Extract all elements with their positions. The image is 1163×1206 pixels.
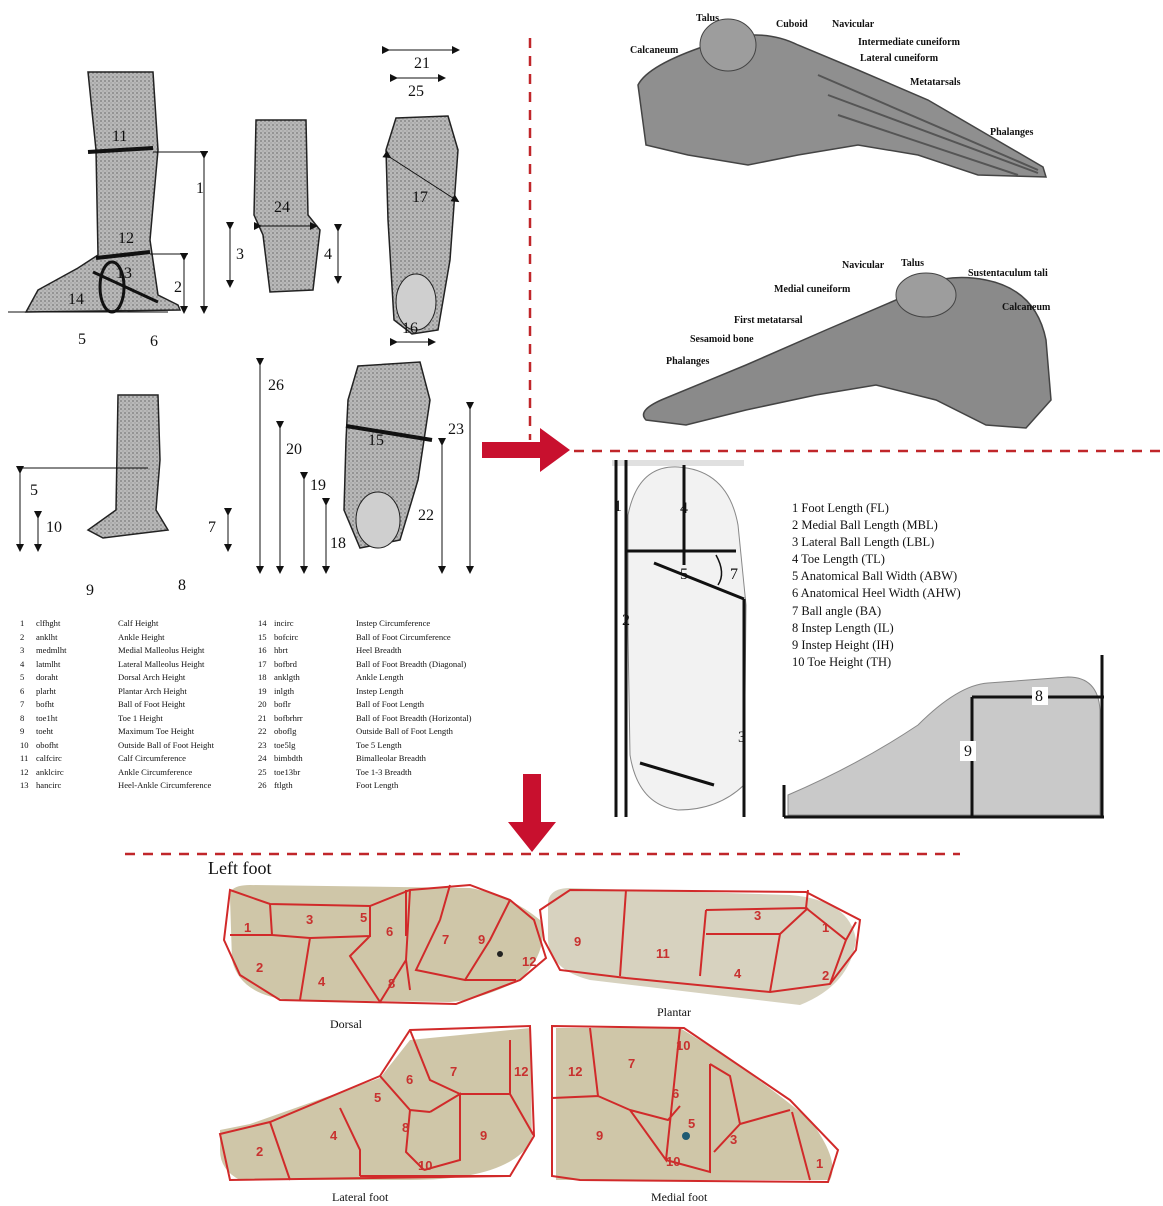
svg-text:5: 5 <box>688 1116 695 1131</box>
svg-text:3: 3 <box>730 1132 737 1147</box>
foot-measure-item: 10 Toe Height (TH) <box>792 654 961 671</box>
svg-text:2: 2 <box>256 1144 263 1159</box>
bone-label-calcaneum: Calcaneum <box>630 45 679 56</box>
bones-lateral-figure: Calcaneum Talus Cuboid Navicular Interme… <box>598 5 1110 210</box>
bone-label-intermediate-cuneiform: Intermediate cuneiform <box>858 37 961 48</box>
svg-text:6: 6 <box>672 1086 679 1101</box>
svg-text:9: 9 <box>478 932 485 947</box>
foot-region-maps: 12 34 56 78 912 911 34 12 24 56 78 910 1… <box>210 880 870 1200</box>
bone-label-first-metatarsal: First metatarsal <box>734 315 803 326</box>
svg-text:12: 12 <box>514 1064 528 1079</box>
side-label-9: 9 <box>964 743 972 760</box>
side-label-8: 8 <box>1035 688 1043 705</box>
svg-text:12: 12 <box>522 954 536 969</box>
foot-measure-item: 7 Ball angle (BA) <box>792 603 961 620</box>
bone-label-navicular-medial: Navicular <box>842 260 885 271</box>
svg-text:2: 2 <box>822 968 829 983</box>
svg-text:5: 5 <box>360 910 367 925</box>
lateral-skeleton-drawing: Calcaneum Talus Cuboid Navicular Interme… <box>598 5 1110 210</box>
svg-text:1: 1 <box>244 920 251 935</box>
caption-lateral: Lateral foot <box>332 1190 388 1205</box>
svg-text:4: 4 <box>734 966 742 981</box>
foot-measure-item: 4 Toe Length (TL) <box>792 551 961 568</box>
svg-text:4: 4 <box>318 974 326 989</box>
caption-medial: Medial foot <box>651 1190 707 1205</box>
svg-text:8: 8 <box>388 976 395 991</box>
foot-measure-item: 6 Anatomical Heel Width (AHW) <box>792 585 961 602</box>
svg-text:9: 9 <box>480 1128 487 1143</box>
plantar-label-3: 3 <box>738 729 746 746</box>
svg-text:1: 1 <box>816 1156 823 1171</box>
dorsal-region-map: 12 34 56 78 912 <box>224 885 546 1004</box>
svg-text:6: 6 <box>406 1072 413 1087</box>
bone-label-phalanges-medial: Phalanges <box>666 356 709 367</box>
bone-label-phalanges: Phalanges <box>990 127 1033 138</box>
foot-measure-item: 9 Instep Height (IH) <box>792 637 961 654</box>
svg-text:10: 10 <box>418 1158 432 1173</box>
bone-label-talus-medial: Talus <box>901 258 924 269</box>
svg-text:8: 8 <box>402 1120 409 1135</box>
svg-text:7: 7 <box>450 1064 457 1079</box>
bone-label-talus: Talus <box>696 13 719 24</box>
svg-text:3: 3 <box>306 912 313 927</box>
down-arrow-icon <box>506 772 558 854</box>
svg-text:5: 5 <box>374 1090 381 1105</box>
bone-label-navicular: Navicular <box>832 19 875 30</box>
caption-plantar: Plantar <box>657 1005 691 1020</box>
bone-label-sesamoid-bone: Sesamoid bone <box>690 334 754 345</box>
regions-title: Left foot <box>208 858 271 879</box>
plantar-label-7: 7 <box>730 566 738 583</box>
svg-text:7: 7 <box>628 1056 635 1071</box>
medial-skeleton-drawing: Navicular Talus Sustentaculum tali Media… <box>606 250 1091 440</box>
lateral-region-map: 2 4 5 6 7 8 9 10 12 <box>220 1026 534 1180</box>
foot-measure-item: 8 Instep Length (IL) <box>792 620 961 637</box>
foot-measures-list: 1 Foot Length (FL)2 Medial Ball Length (… <box>792 500 961 671</box>
svg-text:11: 11 <box>656 946 670 961</box>
bone-label-medial-cuneiform: Medial cuneiform <box>774 284 851 295</box>
svg-text:6: 6 <box>386 924 393 939</box>
svg-text:3: 3 <box>754 908 761 923</box>
plantar-label-2: 2 <box>622 612 630 629</box>
svg-text:10: 10 <box>666 1154 680 1169</box>
svg-text:12: 12 <box>568 1064 582 1079</box>
medial-region-map: 12 7 10 6 5 3 9 10 1 <box>552 1026 838 1182</box>
bone-label-cuboid: Cuboid <box>776 19 808 30</box>
svg-text:9: 9 <box>574 934 581 949</box>
svg-text:10: 10 <box>676 1038 690 1053</box>
bone-label-sustentaculum-tali: Sustentaculum tali <box>968 268 1048 279</box>
bone-label-calcaneum-medial: Calcaneum <box>1002 302 1051 313</box>
plantar-label-4: 4 <box>680 500 688 517</box>
svg-text:1: 1 <box>822 920 829 935</box>
svg-text:4: 4 <box>330 1128 338 1143</box>
foot-measure-item: 1 Foot Length (FL) <box>792 500 961 517</box>
bones-medial-figure: Navicular Talus Sustentaculum tali Media… <box>606 250 1091 440</box>
bone-label-lateral-cuneiform: Lateral cuneiform <box>860 53 939 64</box>
svg-text:9: 9 <box>596 1128 603 1143</box>
plantar-label-1: 1 <box>614 498 622 515</box>
foot-measure-item: 3 Lateral Ball Length (LBL) <box>792 534 961 551</box>
caption-dorsal: Dorsal <box>330 1017 362 1032</box>
plantar-region-map: 9 11 3 4 1 2 <box>540 888 860 1005</box>
bone-label-metatarsals: Metatarsals <box>910 77 961 88</box>
foot-measure-item: 5 Anatomical Ball Width (ABW) <box>792 568 961 585</box>
right-arrow-icon <box>480 425 572 475</box>
svg-text:2: 2 <box>256 960 263 975</box>
plantar-label-5: 5 <box>680 566 688 583</box>
svg-text:7: 7 <box>442 932 449 947</box>
foot-measure-item: 2 Medial Ball Length (MBL) <box>792 517 961 534</box>
